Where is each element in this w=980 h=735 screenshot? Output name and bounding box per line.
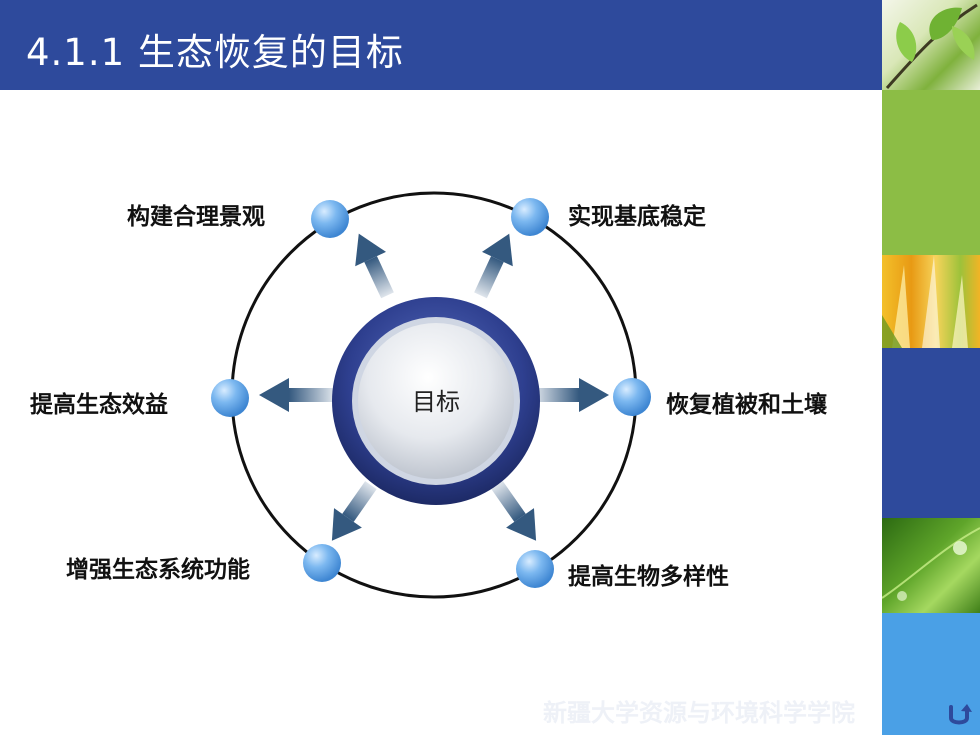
arrow-to-node-1 bbox=[355, 233, 394, 299]
leaf-branch-icon bbox=[885, 3, 978, 89]
arrow-to-node-2 bbox=[474, 233, 513, 299]
arrow-to-node-5 bbox=[331, 481, 377, 541]
return-arrow-icon[interactable] bbox=[946, 703, 972, 729]
node-label-5: 增强生态系统功能 bbox=[66, 557, 250, 583]
node-5 bbox=[303, 544, 341, 582]
footer-institution: 新疆大学资源与环境科学学院 bbox=[543, 699, 855, 727]
node-label-1: 构建合理景观 bbox=[127, 204, 265, 230]
center-label: 目标 bbox=[412, 388, 460, 416]
sidebar-leaf-image-top bbox=[882, 0, 980, 90]
arrow-to-node-6 bbox=[491, 481, 537, 541]
dewdrop-icon bbox=[881, 527, 980, 601]
arrow-to-node-3 bbox=[259, 378, 334, 412]
node-1 bbox=[311, 200, 349, 238]
sidebar-green-band bbox=[882, 90, 980, 255]
slide-title: 4.1.1 生态恢复的目标 bbox=[26, 31, 404, 74]
node-label-3: 提高生态效益 bbox=[30, 392, 168, 418]
node-4 bbox=[613, 378, 651, 416]
sidebar-grass-image bbox=[882, 255, 980, 348]
node-2 bbox=[511, 198, 549, 236]
node-label-2: 实现基底稳定 bbox=[568, 204, 706, 230]
node-3 bbox=[211, 379, 249, 417]
arrow-to-node-4 bbox=[534, 378, 609, 412]
decorative-sidebar bbox=[881, 0, 980, 735]
sidebar-blue-band bbox=[882, 348, 980, 518]
center-button bbox=[358, 323, 514, 479]
title-bar: 4.1.1 生态恢复的目标 bbox=[0, 0, 882, 90]
node-label-6: 提高生物多样性 bbox=[568, 564, 729, 590]
sidebar-light-blue-band bbox=[882, 613, 980, 735]
node-6 bbox=[516, 550, 554, 588]
grass-blades-icon bbox=[882, 255, 968, 348]
node-label-4: 恢复植被和土壤 bbox=[666, 392, 827, 418]
sidebar-dewdrop-leaf-image bbox=[881, 518, 980, 613]
goal-diagram: 目标 bbox=[211, 191, 651, 599]
